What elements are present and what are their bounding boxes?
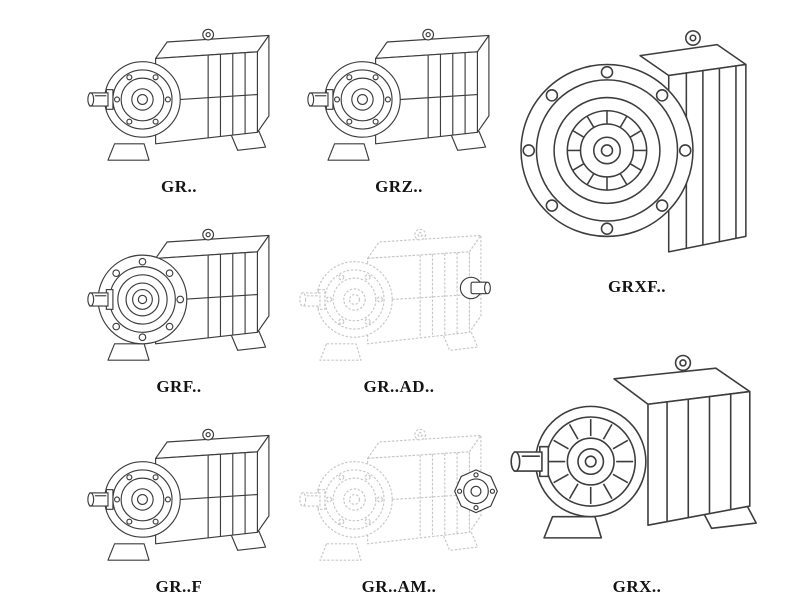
product-label-grz: GRZ.. bbox=[375, 177, 423, 197]
gearbox-drawing-grx bbox=[510, 355, 757, 539]
figure-gr: GR.. bbox=[64, 0, 294, 200]
gearbox-drawing-grad-ghost bbox=[299, 229, 492, 362]
input-adapter-shaft bbox=[459, 277, 492, 300]
figure-grx: GRX.. bbox=[504, 300, 770, 600]
product-label-grf: GRF.. bbox=[156, 377, 202, 397]
figure-grf: GRF.. bbox=[64, 200, 294, 400]
figure-grdf: GR..F bbox=[64, 400, 294, 600]
product-label-gram: GR..AM.. bbox=[361, 577, 437, 597]
product-label-grx: GRX.. bbox=[612, 577, 662, 597]
figure-grxf: GRXF.. bbox=[504, 0, 770, 300]
product-label-gr: GR.. bbox=[161, 177, 197, 197]
figure-grad: GR..AD.. bbox=[294, 200, 504, 400]
gearbox-drawing-gr bbox=[86, 29, 270, 162]
gearbox-drawing-gram-ghost bbox=[299, 429, 499, 562]
product-label-grad: GR..AD.. bbox=[363, 377, 435, 397]
figure-grz: GRZ.. bbox=[294, 0, 504, 200]
product-label-grdf: GR..F bbox=[155, 577, 203, 597]
column-left: GR.. GRF.. GR..F bbox=[64, 0, 294, 600]
column-right: GRXF.. GRX.. bbox=[504, 0, 770, 600]
motor-adapter-flange bbox=[454, 469, 499, 514]
gearbox-drawing-grxf bbox=[520, 30, 747, 253]
gearbox-drawing-grz bbox=[306, 29, 490, 162]
column-middle: GRZ.. GR..AD.. bbox=[294, 0, 504, 600]
product-label-grxf: GRXF.. bbox=[607, 277, 667, 297]
gearbox-drawing-grdf bbox=[86, 429, 270, 562]
figure-gram: GR..AM.. bbox=[294, 400, 504, 600]
gearbox-drawing-grf bbox=[86, 229, 270, 362]
